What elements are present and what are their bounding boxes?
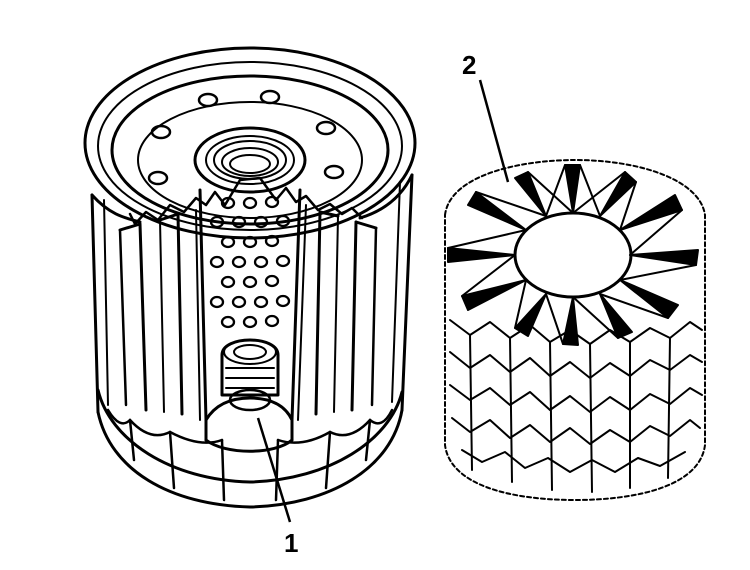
center-tube-perforations — [209, 195, 291, 329]
callout-2: 2 — [462, 50, 510, 183]
bottom-pleat-segments — [106, 408, 394, 502]
callout-1: 1 — [256, 417, 298, 558]
callout-2-leader — [478, 79, 510, 183]
top-star-pleats — [447, 164, 699, 346]
base-plate-holes — [147, 89, 345, 186]
callout-1-leader — [256, 417, 292, 523]
filter-housing-cutaway — [83, 46, 417, 509]
callout-2-label: 2 — [462, 50, 476, 80]
callout-1-label: 1 — [284, 528, 298, 558]
top-pleat-outlines — [447, 164, 697, 345]
anti-drain-valve — [204, 338, 294, 453]
side-pleat-rows — [449, 319, 703, 493]
pleated-filter-element — [444, 159, 706, 501]
